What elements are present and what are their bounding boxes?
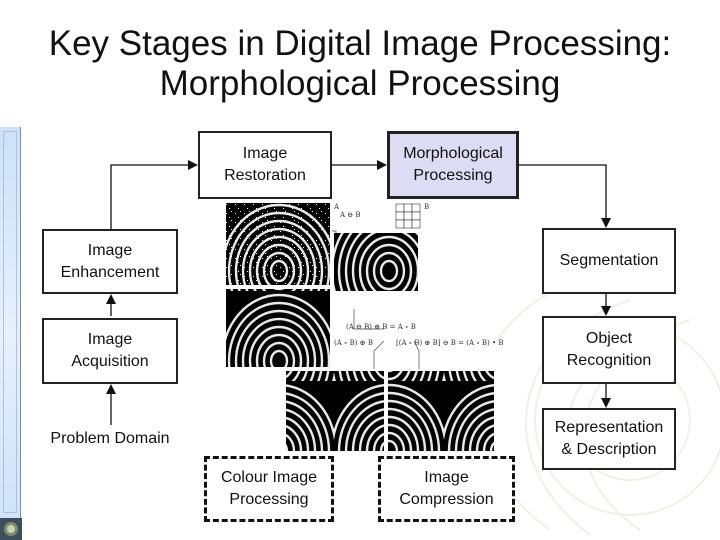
stage-colour-image-processing-label: Colour Image Processing [220,469,318,508]
stage-colour-image-processing[interactable]: Colour Image Processing [204,456,334,522]
collage-label-a: A [334,203,340,211]
problem-domain-label: Problem Domain [50,430,170,447]
collage-eq-opening: (A ⊖ B) ⊕ B = A ∘ B [346,323,416,331]
arrow-morphological-to-segmentation [519,164,611,228]
corner-emblem-icon [0,518,22,540]
stage-representation-description-label: Representation & Description [554,419,664,458]
arrow-enhancement-to-restoration [110,160,198,229]
stage-representation-description[interactable]: Representation & Description [542,408,676,470]
stage-segmentation[interactable]: Segmentation [542,228,676,294]
stage-segmentation-label: Segmentation [559,252,659,269]
slide-side-strip [0,127,21,540]
collage-label-erosion: A ⊖ B [340,211,361,219]
fingerprint-dilated [286,371,384,451]
fingerprint-closed [388,371,494,451]
stage-image-enhancement[interactable]: Image Enhancement [42,229,178,294]
fingerprint-opened [226,289,330,367]
stage-morphological-processing[interactable]: Morphological Processing [387,131,519,199]
stage-object-recognition-label: Object Recognition [566,330,652,369]
side-strip-frame [3,131,17,513]
slide-title-line-2: Morphological Processing [159,64,561,103]
structuring-element-grid [395,203,421,229]
stage-image-restoration[interactable]: Image Restoration [198,131,332,199]
collage-eq-dilation: (A ∘ B) ⊕ B [334,339,374,347]
fingerprint-eroded [334,233,418,291]
stage-object-recognition[interactable]: Object Recognition [542,316,676,384]
stage-image-restoration-label: Image Restoration [224,145,306,184]
stage-image-compression-label: Image Compression [399,469,494,508]
stage-image-compression[interactable]: Image Compression [378,456,515,522]
stage-image-acquisition-label: Image Acquisition [71,331,149,370]
collage-label-b: B [424,203,430,211]
slide-title-line-1: Key Stages in Digital Image Processing: [48,24,672,63]
stage-image-acquisition[interactable]: Image Acquisition [42,318,178,384]
stage-morphological-processing-label: Morphological Processing [403,145,503,184]
slide-title: Key Stages in Digital Image Processing: … [0,24,720,104]
fingerprint-collage-graphic [226,203,494,451]
morphology-example-collage: A A ⊖ B B (A ⊖ B) ⊕ B = A ∘ B (A ∘ B) ⊕ … [224,201,504,453]
collage-eq-closing: [(A ∘ B) ⊕ B] ⊖ B = (A ∘ B) • B [396,339,504,347]
stage-image-enhancement-label: Image Enhancement [60,241,160,281]
